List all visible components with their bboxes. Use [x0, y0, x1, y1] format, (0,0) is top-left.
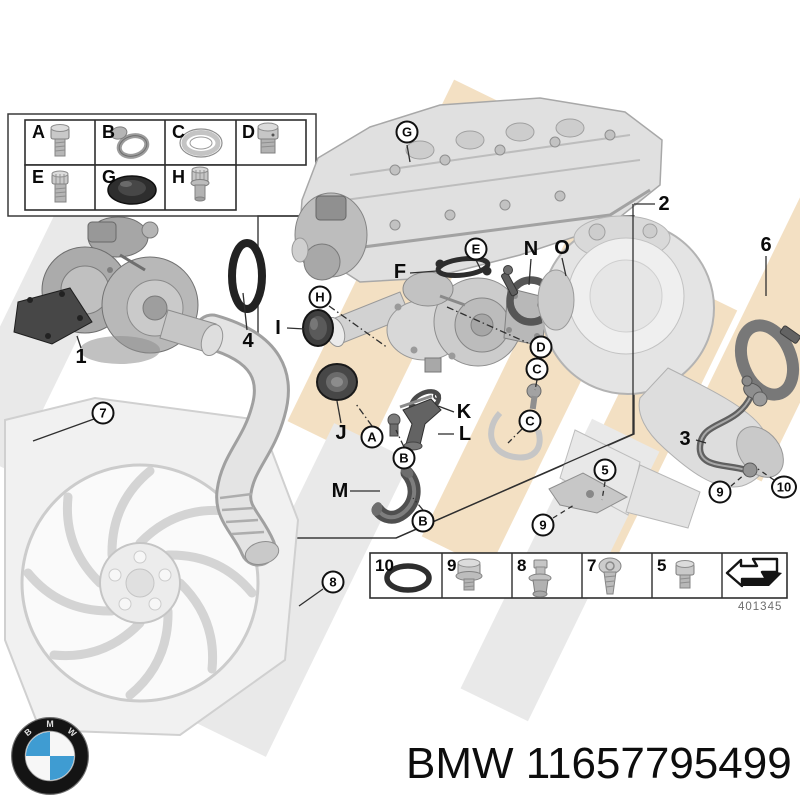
strip-icon-o-ring [384, 563, 432, 593]
callout-circle-C1: C [525, 357, 549, 381]
strip-icon-hex-bolt [675, 560, 695, 589]
legend-key-B: B [102, 122, 115, 142]
callout-bold-K: K [456, 401, 472, 423]
callout-circle-D: D [529, 335, 553, 359]
banjo-bolt-B-drawing [387, 413, 401, 437]
kit-turbo-drawing [324, 271, 549, 373]
strip-label-10: 10 [375, 556, 394, 575]
legend-icon-seal-ring-C [179, 128, 223, 158]
callout-circle-7: 7 [91, 401, 115, 425]
callout-circle-A: A [360, 425, 384, 449]
brand-text: BMW [406, 739, 514, 788]
callout-bold-2: 2 [658, 193, 670, 215]
callout-circle-B2: B [411, 509, 435, 533]
strip-label-5: 5 [657, 556, 667, 575]
strip-label-7: 7 [587, 556, 597, 575]
bmw-roundel-icon: B M W [10, 717, 89, 795]
bottom-strip-box [369, 552, 788, 599]
drain-pipe-L-drawing [399, 394, 442, 451]
part-number-text: 11657795499 [525, 739, 792, 788]
callout-bold-L: L [458, 423, 472, 445]
strip-icon-collar-stud [528, 559, 552, 598]
part-number-title: BMW 11657795499 [406, 742, 792, 786]
engine-head-drawing [291, 97, 663, 283]
exhaust-gasket-F-drawing [435, 255, 492, 279]
callout-circle-B1: B [392, 446, 416, 470]
strip-label-9: 9 [447, 556, 457, 575]
legend-key-E: E [32, 167, 45, 187]
legend-key-H: H [172, 167, 185, 187]
callout-bold-J: J [335, 422, 347, 444]
seal-ring-4-drawing [228, 239, 266, 313]
intake-hose-drawing [193, 313, 290, 567]
legend-key-G: G [102, 167, 117, 187]
dpf-catalyst-drawing [537, 215, 784, 529]
callout-bold-1: 1 [75, 346, 87, 368]
exhaust-clamp-6-drawing [734, 319, 800, 401]
footer: B M W BMW 11657795499 [0, 712, 800, 800]
oil-line-3-drawing [696, 375, 768, 478]
strip-icon-flange-bolt [455, 558, 483, 591]
image-code: 401345 [738, 601, 783, 613]
callout-bold-M: M [331, 480, 349, 502]
callout-circle-9a: 9 [531, 513, 555, 537]
callout-circle-9b: 9 [708, 480, 732, 504]
callout-circle-10: 10 [771, 475, 797, 499]
callout-circle-C2: C [518, 409, 542, 433]
legend-key-A: A [32, 122, 45, 142]
callout-circle-H: H [308, 285, 332, 309]
callout-circle-E: E [464, 237, 488, 261]
hose-coupling-J-drawing [316, 363, 358, 401]
shaft-seal-drawing [302, 309, 334, 347]
leader-lines [32, 144, 775, 607]
legend-icon-hex-bolt-E [51, 170, 69, 203]
legend-key-C: C [172, 122, 185, 142]
callout-bold-F: F [393, 261, 407, 283]
legend-icon-rubber-grommet-G [107, 175, 157, 205]
svg-text:M: M [46, 719, 53, 729]
callout-circle-G: G [395, 120, 419, 144]
callout-bold-4: 4 [242, 330, 254, 352]
callout-bold-3: 3 [679, 428, 691, 450]
callout-bold-I: I [275, 317, 281, 339]
svg-text:B: B [22, 726, 33, 738]
callout-circle-8: 8 [321, 570, 345, 594]
legend-icon-screw-plug-D [257, 122, 279, 154]
callout-bold-O: O [554, 237, 570, 259]
turbocharger-1-drawing [13, 216, 224, 364]
callout-circle-5: 5 [593, 458, 617, 482]
return-line-drawing [488, 383, 543, 461]
legend-key-D: D [242, 122, 255, 142]
strip-icon-torx-screw [598, 557, 622, 595]
strip-label-8: 8 [517, 556, 527, 575]
callout-bold-6: 6 [760, 234, 772, 256]
callout-bold-N: N [523, 238, 539, 260]
legend-icon-hose-clamp-B [110, 126, 150, 159]
legend-icon-hex-bolt-A [50, 124, 70, 157]
legend-icon-socket-screw-H [190, 166, 210, 202]
bracket-5-drawing [548, 472, 629, 514]
strip-icon-direction-arrow [725, 557, 782, 588]
